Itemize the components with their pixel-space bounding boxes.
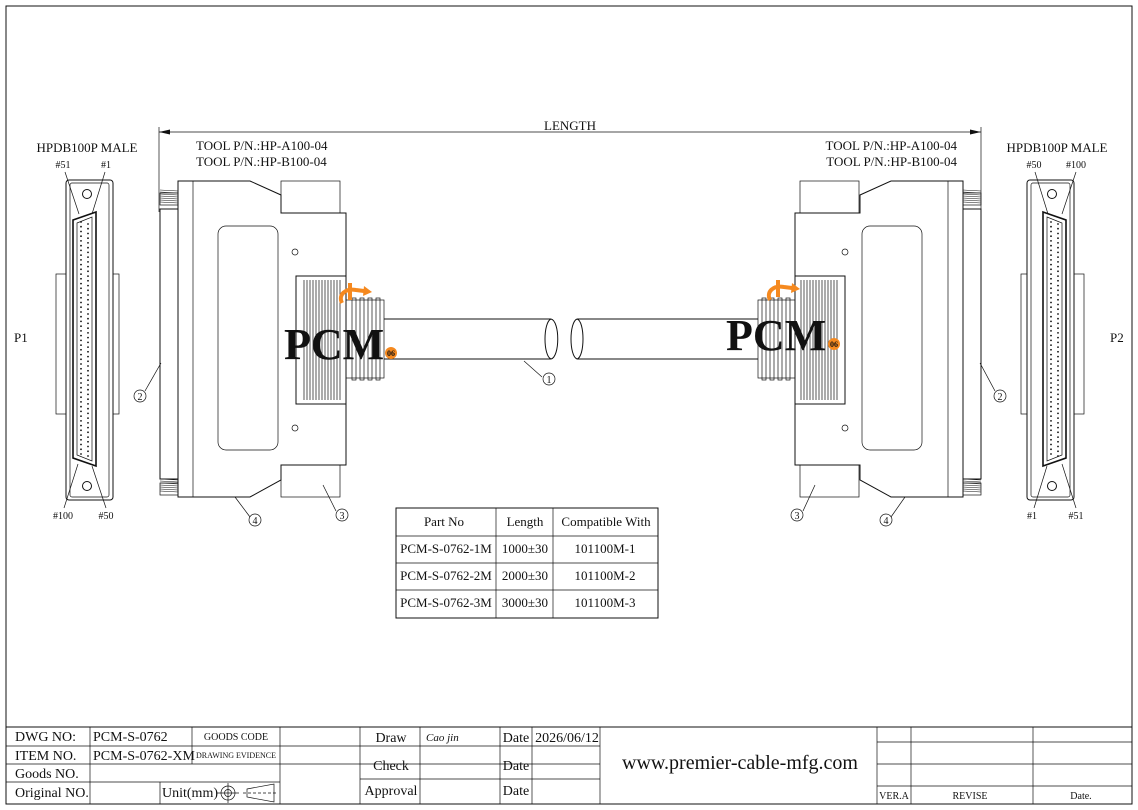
right-backshell: [757, 180, 982, 498]
spec-row-2-compat: 101100M-2: [575, 568, 636, 583]
spec-row-3-part: PCM-S-0762-3M: [400, 595, 492, 610]
spec-header-part-no: Part No: [424, 514, 464, 529]
cable: [384, 318, 758, 360]
tb-goods-code: GOODS CODE: [204, 732, 268, 743]
p1-pin-50-label: #50: [99, 511, 114, 522]
svg-text:3: 3: [340, 511, 345, 522]
p2-pin-100-label: #100: [1066, 160, 1086, 171]
p1-connector-face: [55, 171, 120, 509]
p1-label: P1: [14, 330, 28, 345]
tb-goods-no-label: Goods NO.: [15, 767, 79, 782]
svg-text:4: 4: [253, 516, 258, 527]
tb-unit: Unit(mm): [162, 786, 218, 801]
tb-original-no-label: Original NO.: [15, 786, 89, 801]
svg-text:3: 3: [795, 511, 800, 522]
tb-draw-date-label: Date: [503, 731, 529, 746]
left-tool-pn-b: TOOL P/N.:HP-B100-04: [196, 154, 327, 169]
p1-pin-51-label: #51: [56, 160, 71, 171]
p1-pin-1-label: #1: [101, 160, 111, 171]
tb-draw-label: Draw: [375, 731, 407, 746]
length-label: LENGTH: [544, 118, 596, 133]
svg-text:2: 2: [998, 392, 1003, 403]
tb-dwg-no-label: DWG NO:: [15, 730, 76, 745]
spec-row-2-length: 2000±30: [502, 568, 548, 583]
pcm-logo-right: PCM 06: [726, 280, 840, 360]
tb-check-label: Check: [373, 759, 409, 774]
callout-1: 1: [523, 360, 556, 386]
tb-check-date-label: Date: [503, 759, 529, 774]
svg-text:2: 2: [138, 392, 143, 403]
spec-header-length: Length: [507, 514, 544, 529]
svg-text:1: 1: [547, 375, 552, 386]
spec-table: [395, 507, 659, 619]
tb-approval-date-label: Date: [503, 784, 529, 799]
p2-connector-face: [1020, 171, 1085, 509]
tb-approval-label: Approval: [365, 784, 418, 799]
left-backshell: [159, 180, 385, 498]
tb-item-no-label: ITEM NO.: [15, 749, 76, 764]
p2-pin-51-label: #51: [1069, 511, 1084, 522]
tb-drawing-evidence: DRAWING EVIDENCE: [196, 751, 276, 760]
spec-header-compatible: Compatible With: [561, 514, 651, 529]
svg-text:4: 4: [884, 516, 889, 527]
callout-3-right: 3: [790, 484, 816, 522]
spec-row-1-length: 1000±30: [502, 541, 548, 556]
spec-row-3-length: 3000±30: [502, 595, 548, 610]
right-tool-pn-b: TOOL P/N.:HP-B100-04: [826, 154, 957, 169]
tb-drawer-signature: Cao jin: [426, 732, 459, 744]
svg-text:06: 06: [387, 349, 395, 358]
svg-text:06: 06: [830, 340, 838, 349]
spec-row-2-part: PCM-S-0762-2M: [400, 568, 492, 583]
svg-text:PCM: PCM: [726, 311, 826, 360]
projection-symbol: [217, 783, 278, 803]
p2-pin-1-label: #1: [1027, 511, 1037, 522]
tb-ver: VER.A: [879, 791, 910, 802]
p2-label: P2: [1110, 330, 1124, 345]
tb-item-no: PCM-S-0762-XM: [93, 749, 195, 764]
p2-connector-title: HPDB100P MALE: [1006, 140, 1107, 155]
p1-connector-title: HPDB100P MALE: [36, 140, 137, 155]
spec-row-1-compat: 101100M-1: [575, 541, 636, 556]
right-tool-pn-a: TOOL P/N.:HP-A100-04: [826, 138, 958, 153]
tb-date-col: Date.: [1070, 791, 1091, 802]
pcm-logo-left: PCM 06: [284, 283, 397, 369]
callout-2-right: 2: [979, 362, 1007, 403]
p1-pin-100-label: #100: [53, 511, 73, 522]
title-block: [6, 726, 1132, 804]
callout-2-left: 2: [133, 362, 162, 403]
drawing-frame: [5, 5, 1133, 805]
callout-4-left: 4: [234, 496, 262, 527]
tb-dwg-no: PCM-S-0762: [93, 730, 168, 745]
left-tool-pn-a: TOOL P/N.:HP-A100-04: [196, 138, 328, 153]
p2-pin-50-label: #50: [1027, 160, 1042, 171]
svg-text:PCM: PCM: [284, 320, 384, 369]
callout-4-right: 4: [879, 496, 906, 527]
tb-revise: REVISE: [953, 791, 988, 802]
spec-row-1-part: PCM-S-0762-1M: [400, 541, 492, 556]
callout-3-left: 3: [322, 484, 349, 522]
spec-row-3-compat: 101100M-3: [575, 595, 636, 610]
tb-draw-date: 2026/06/12: [535, 731, 599, 746]
tb-website: www.premier-cable-mfg.com: [622, 752, 858, 774]
